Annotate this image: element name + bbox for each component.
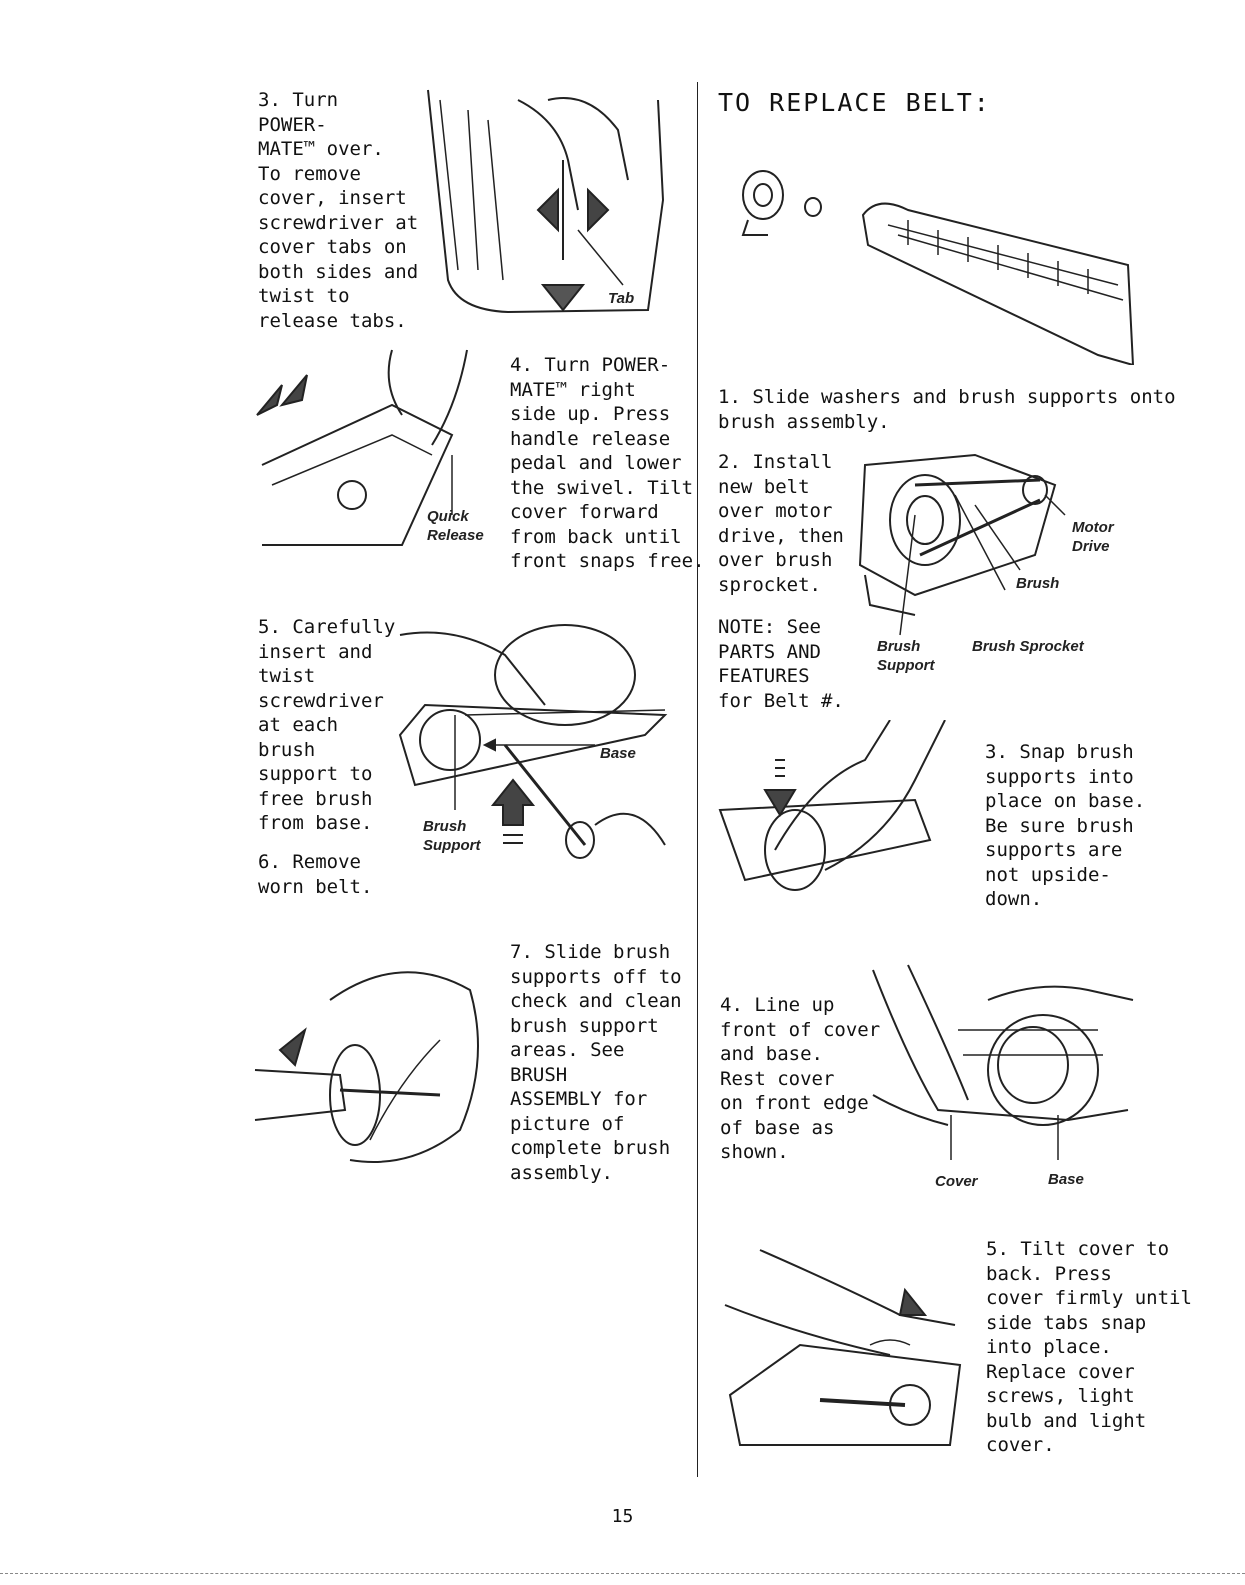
label-brush-support-left: Brush Support [423, 818, 481, 854]
note-text: NOTE: See PARTS AND FEATURES for Belt #. [718, 616, 844, 712]
column-divider [697, 82, 698, 1477]
step-7-text: 7. Slide brush supports off to check and… [510, 941, 682, 1184]
label-brush-support-right: Brush Support [877, 638, 935, 674]
right-step-2-text: 2. Install new belt over motor drive, th… [718, 451, 844, 596]
section-heading: TO REPLACE BELT: [718, 88, 991, 117]
bottom-rule [0, 1573, 1245, 1576]
figure-tilt-cover [720, 1245, 965, 1455]
step-6-text: 6. Remove worn belt. [258, 851, 373, 898]
figure-remove-cover [418, 80, 668, 320]
right-step-3-text: 3. Snap brush supports into place on bas… [985, 741, 1146, 910]
figure-slide-supports [250, 930, 490, 1190]
label-cover: Cover [935, 1173, 978, 1190]
figure-free-brush [395, 615, 680, 895]
figure-brush-assembly [738, 165, 1138, 365]
step-3-text: 3. Turn POWER- MATE™ over. To remove cov… [258, 89, 419, 332]
label-brush-sprocket: Brush Sprocket [972, 638, 1084, 655]
label-quick-release: Quick Release [427, 508, 484, 544]
page-number: 15 [611, 1506, 634, 1527]
label-base-right: Base [1048, 1171, 1084, 1188]
figure-snap-brush [715, 720, 955, 920]
right-step-4-text: 4. Line up front of cover and base. Rest… [720, 994, 881, 1163]
label-brush: Brush [1016, 575, 1060, 592]
step-5-text: 5. Carefully insert and twist screwdrive… [258, 616, 396, 834]
right-step-1-text: 1. Slide washers and brush supports onto… [718, 386, 1176, 433]
label-base-left: Base [600, 745, 636, 762]
figure-quick-release [252, 345, 502, 555]
label-tab: Tab [608, 290, 635, 307]
right-step-5-text: 5. Tilt cover to back. Press cover firml… [986, 1238, 1192, 1456]
figure-line-up-cover [868, 960, 1138, 1160]
step-4-text: 4. Turn POWER- MATE™ right side up. Pres… [510, 354, 705, 572]
label-motor-drive: Motor Drive [1072, 519, 1114, 555]
figure-install-belt [855, 445, 1095, 645]
